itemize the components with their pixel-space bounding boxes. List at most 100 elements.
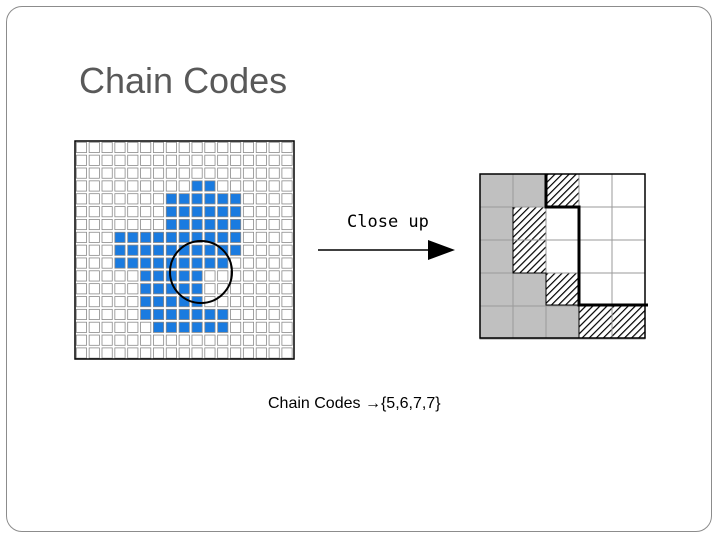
background-pixel	[75, 180, 87, 192]
background-pixel	[242, 180, 255, 192]
background-pixel	[75, 296, 87, 308]
background-pixel	[178, 167, 190, 179]
object-pixel	[230, 244, 242, 256]
object-pixel	[217, 257, 229, 269]
background-pixel	[127, 219, 139, 231]
closeup-background-cell	[578, 239, 613, 274]
background-pixel	[127, 141, 139, 153]
background-pixel	[255, 334, 267, 346]
background-pixel	[114, 193, 126, 205]
object-pixel	[204, 308, 216, 320]
background-pixel	[88, 219, 100, 231]
background-pixel	[101, 321, 113, 333]
object-pixel	[178, 219, 190, 231]
background-pixel	[140, 193, 152, 205]
background-pixel	[101, 154, 113, 166]
closeup-object-cell	[479, 206, 514, 241]
background-pixel	[88, 141, 100, 153]
background-pixel	[101, 180, 113, 192]
background-pixel	[217, 296, 229, 308]
object-pixel	[191, 244, 203, 256]
background-pixel	[140, 334, 152, 346]
closeup-boundary-cell	[545, 272, 580, 307]
background-pixel	[75, 167, 87, 179]
background-pixel	[281, 283, 293, 295]
background-pixel	[268, 167, 280, 179]
background-pixel	[140, 154, 152, 166]
background-pixel	[268, 257, 280, 269]
background-pixel	[255, 321, 267, 333]
background-pixel	[88, 231, 100, 243]
object-pixel	[217, 193, 229, 205]
object-pixel	[165, 219, 177, 231]
background-pixel	[88, 347, 100, 359]
background-pixel	[140, 167, 152, 179]
background-pixel	[268, 270, 280, 282]
closeup-background-cell	[611, 272, 646, 307]
background-pixel	[114, 154, 126, 166]
background-pixel	[281, 193, 293, 205]
background-pixel	[165, 167, 177, 179]
background-pixel	[153, 206, 165, 218]
closeup-boundary-cell	[512, 206, 547, 241]
closeup-object-cell	[479, 173, 514, 208]
background-pixel	[268, 244, 280, 256]
background-pixel	[178, 334, 190, 346]
object-pixel	[191, 180, 203, 192]
background-pixel	[114, 180, 126, 192]
background-pixel	[255, 154, 267, 166]
object-pixel	[204, 321, 216, 333]
background-pixel	[153, 347, 165, 359]
closeup-object-cell	[545, 305, 580, 340]
closeup-background-cell	[545, 206, 580, 241]
object-pixel	[178, 206, 190, 218]
background-pixel	[75, 347, 87, 359]
background-pixel	[153, 141, 165, 153]
background-pixel	[127, 296, 139, 308]
closeup-background-cell	[611, 173, 646, 208]
object-pixel	[191, 283, 203, 295]
background-pixel	[204, 167, 216, 179]
background-pixel	[204, 347, 216, 359]
background-pixel	[101, 308, 113, 320]
background-pixel	[75, 244, 87, 256]
background-pixel	[242, 334, 255, 346]
object-pixel	[153, 231, 165, 243]
object-pixel	[178, 193, 190, 205]
object-pixel	[217, 231, 229, 243]
background-pixel	[178, 180, 190, 192]
background-pixel	[242, 257, 255, 269]
background-pixel	[88, 283, 100, 295]
background-pixel	[114, 308, 126, 320]
background-pixel	[230, 167, 242, 179]
object-pixel	[153, 308, 165, 320]
closeup-grid	[479, 173, 646, 340]
background-pixel	[88, 257, 100, 269]
background-pixel	[127, 193, 139, 205]
background-pixel	[75, 193, 87, 205]
background-pixel	[255, 231, 267, 243]
background-pixel	[101, 270, 113, 282]
background-pixel	[255, 347, 267, 359]
background-pixel	[268, 308, 280, 320]
object-pixel	[127, 257, 139, 269]
background-pixel	[165, 180, 177, 192]
background-pixel	[101, 193, 113, 205]
object-pixel	[114, 231, 126, 243]
background-pixel	[127, 206, 139, 218]
background-pixel	[114, 141, 126, 153]
background-pixel	[101, 206, 113, 218]
close-up-label: Close up	[347, 212, 429, 232]
background-pixel	[255, 308, 267, 320]
background-pixel	[242, 219, 255, 231]
object-pixel	[204, 180, 216, 192]
object-pixel	[204, 193, 216, 205]
object-pixel	[191, 321, 203, 333]
closeup-grid-border	[479, 173, 646, 339]
background-pixel	[153, 193, 165, 205]
background-pixel	[230, 270, 242, 282]
background-pixel	[230, 334, 242, 346]
background-pixel	[268, 231, 280, 243]
closeup-object-cell	[512, 305, 547, 340]
